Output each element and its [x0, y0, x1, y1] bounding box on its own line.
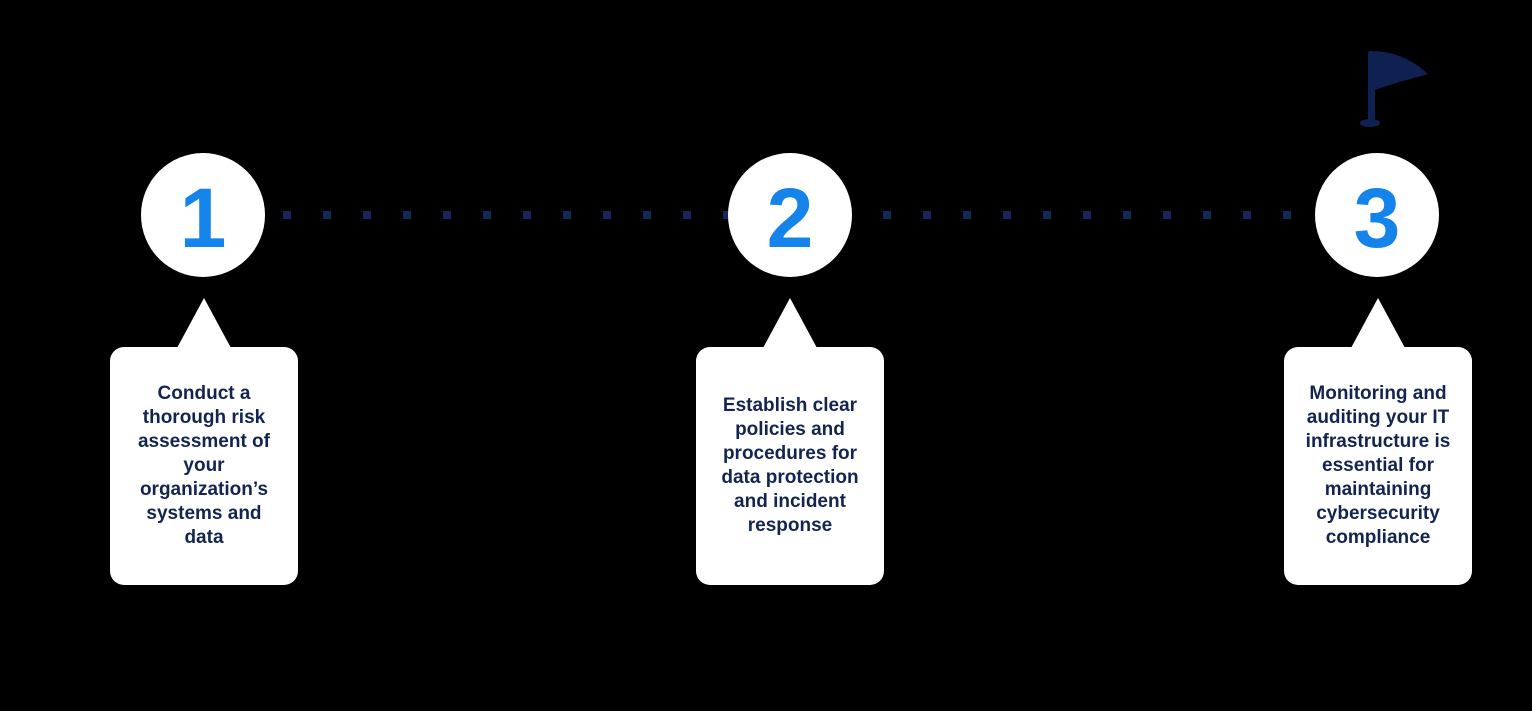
step-number-3: 3 [1353, 171, 1401, 265]
step-number-1: 1 [179, 171, 227, 265]
step-bubble-2: Establish clear policies and procedures … [696, 298, 884, 585]
step-number-2: 2 [766, 171, 814, 265]
bubble-pointer-3 [1351, 298, 1405, 348]
step-description-1: Conduct a thorough risk assessment of yo… [137, 383, 270, 548]
step-description-2: Establish clear policies and procedures … [721, 395, 859, 536]
bubble-pointer-1 [177, 298, 231, 348]
bubble-pointer-2 [763, 298, 817, 348]
step-circle-3: 3 [1315, 153, 1439, 277]
step-bubble-1: Conduct a thorough risk assessment of yo… [110, 298, 298, 585]
step-description-3: Monitoring and auditing your IT infrastr… [1305, 383, 1451, 548]
flag-icon [1360, 51, 1428, 127]
step-circle-1: 1 [141, 153, 265, 277]
step-bubble-3: Monitoring and auditing your IT infrastr… [1284, 298, 1472, 585]
step-circle-2: 2 [728, 153, 852, 277]
